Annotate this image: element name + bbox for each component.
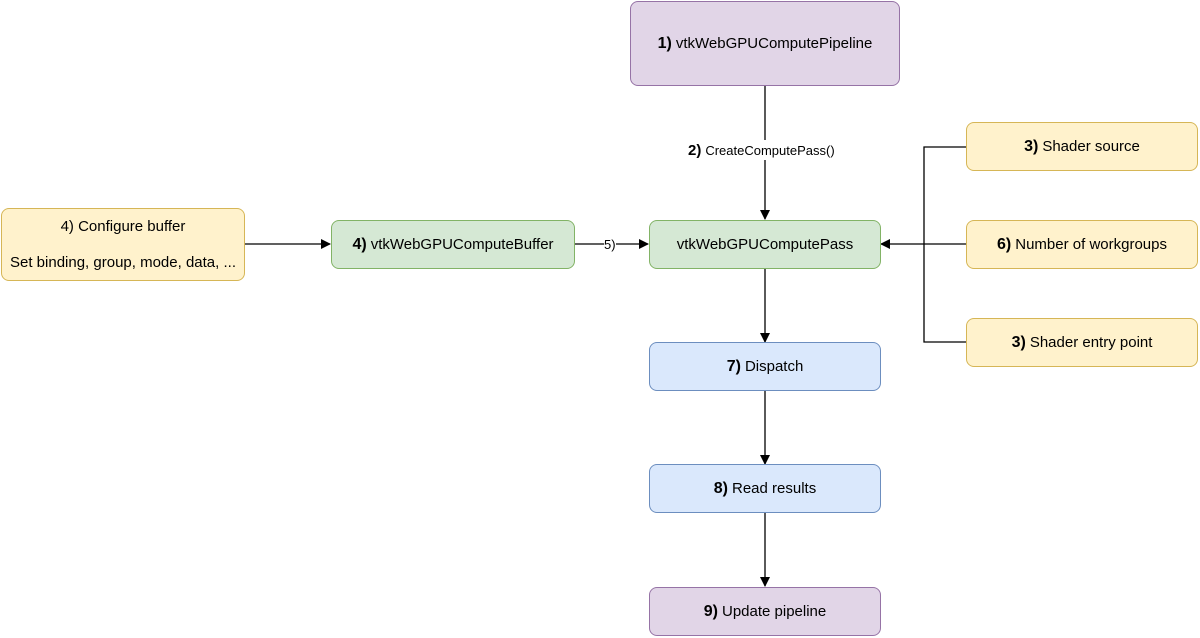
edge-shader-source [923,146,966,244]
node-number: 6) [997,235,1012,253]
node-number: 3) [1011,333,1026,351]
node-label: vtkWebGPUComputePipeline [675,34,873,52]
node-label: Update pipeline [721,602,827,620]
node-number: 8) [713,479,728,497]
node-shader-entry-point: 3) Shader entry point [966,318,1198,367]
edge-label-create-pass: 2) CreateComputePass() [688,140,835,160]
edge-shader-entry [923,244,966,343]
node-number: 4) [352,235,367,253]
node-label: Shader entry point [1029,333,1153,351]
node-number: 9) [703,602,718,620]
node-configure-buffer: 4) Configure buffer Set binding, group, … [1,208,245,281]
node-subtitle: Set binding, group, mode, data, ... [10,253,236,271]
node-label: vtkWebGPUComputePass [676,235,854,253]
edge-label-text: 5) [604,236,616,252]
node-title: 4) Configure buffer [60,217,186,235]
node-label: Number of workgroups [1015,235,1167,253]
node-compute-pass: vtkWebGPUComputePass [649,220,881,269]
node-update-pipeline: 9) Update pipeline [649,587,881,636]
node-read-results: 8) Read results [649,464,881,513]
node-shader-source: 3) Shader source [966,122,1198,171]
node-label: Dispatch [744,357,804,375]
node-label: Shader source [1042,137,1140,155]
edge-label-number: 2) [688,141,702,159]
node-number: 7) [726,357,741,375]
edge-label-text: CreateComputePass() [705,142,835,158]
node-number-of-workgroups: 6) Number of workgroups [966,220,1198,269]
node-label: vtkWebGPUComputeBuffer [370,235,554,253]
node-compute-buffer: 4) vtkWebGPUComputeBuffer [331,220,575,269]
node-number: 1) [657,34,672,52]
node-compute-pipeline: 1) vtkWebGPUComputePipeline [630,1,900,86]
node-number: 3) [1024,137,1039,155]
edge-label-buffer-to-pass: 5) [604,236,616,252]
node-dispatch: 7) Dispatch [649,342,881,391]
node-label: Read results [732,479,817,497]
